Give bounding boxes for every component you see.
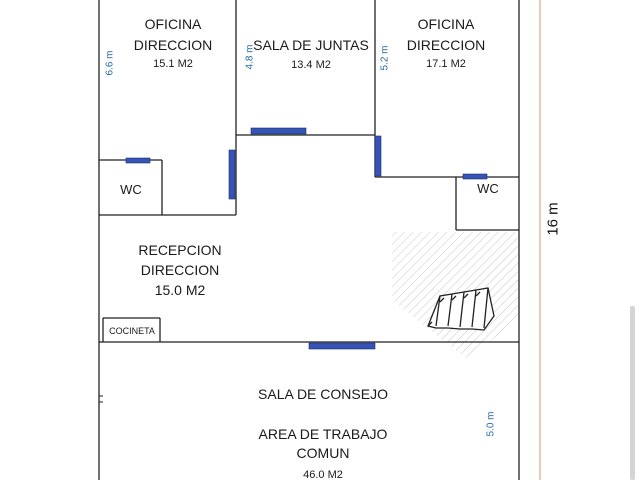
door-sala-juntas bbox=[250, 127, 307, 135]
door-wc-left bbox=[125, 157, 151, 164]
oficina-right-dimension: 5.2 m bbox=[379, 45, 391, 71]
scrollbar-thumb[interactable] bbox=[630, 306, 635, 480]
recepcion-name-1: RECEPCION bbox=[138, 242, 222, 258]
area-trabajo-area: 46.0 M2 bbox=[303, 469, 343, 481]
sala-consejo-name: SALA DE CONSEJO bbox=[258, 386, 388, 402]
stair bbox=[427, 287, 495, 331]
total-dimension: 16 m bbox=[544, 202, 562, 236]
door-oficina-right bbox=[374, 135, 382, 177]
cocineta-name: COCINETA bbox=[109, 326, 155, 336]
sala-juntas-name: SALA DE JUNTAS bbox=[253, 37, 369, 53]
sala-juntas-dimension: 4.8 m bbox=[244, 44, 256, 70]
area-trabajo-name-2: COMUN bbox=[296, 445, 350, 461]
sala-juntas-area: 13.4 M2 bbox=[291, 59, 331, 71]
recepcion-area: 15.0 M2 bbox=[154, 282, 206, 298]
walls bbox=[98, 0, 520, 480]
wc-left-name: WC bbox=[120, 182, 142, 197]
oficina-right-area: 17.1 M2 bbox=[426, 58, 466, 70]
oficina-left-name-2: DIRECCION bbox=[133, 37, 213, 53]
door-wc-right bbox=[462, 173, 488, 180]
oficina-left-dimension: 6.6 m bbox=[104, 50, 116, 76]
oficina-left-area: 15.1 M2 bbox=[153, 58, 193, 70]
oficina-right-name-1: OFICINA bbox=[417, 16, 475, 32]
wall-marks bbox=[99, 395, 103, 403]
oficina-left-name-1: OFICINA bbox=[144, 16, 202, 32]
wc-right-name: WC bbox=[477, 181, 499, 196]
area-trabajo-name-1: AREA DE TRABAJO bbox=[258, 426, 388, 442]
area-trabajo-dimension: 5.0 m bbox=[485, 411, 497, 437]
oficina-right-name-2: DIRECCION bbox=[406, 37, 486, 53]
door-oficina-left bbox=[228, 149, 236, 200]
doors bbox=[125, 127, 488, 350]
recepcion-name-2: DIRECCION bbox=[140, 262, 220, 278]
door-sala-consejo bbox=[308, 342, 376, 350]
